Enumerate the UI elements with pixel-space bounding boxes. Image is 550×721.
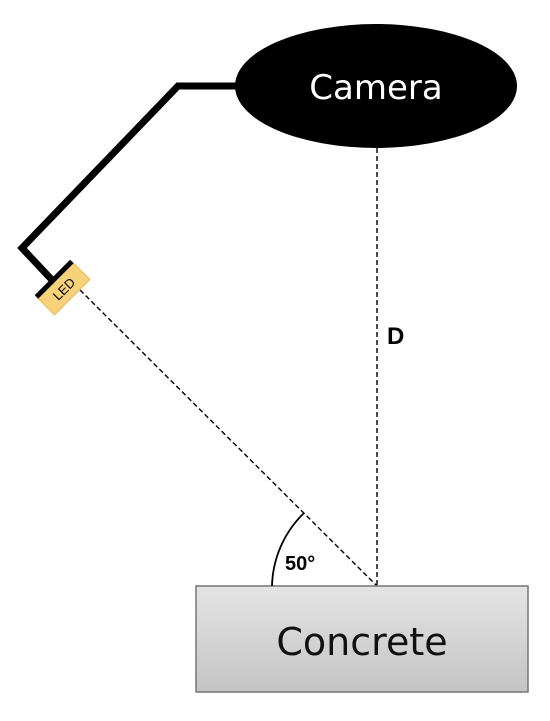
camera-body <box>235 24 517 148</box>
angle-label: 50° <box>285 553 315 575</box>
distance-label: D <box>387 323 404 350</box>
led-mount-bar <box>34 259 74 299</box>
mounting-arm <box>17 82 240 283</box>
concrete-block <box>195 585 529 693</box>
camera-label: Camera <box>309 68 442 108</box>
led-light-path <box>79 289 378 587</box>
angle-arc <box>271 512 305 587</box>
concrete-label: Concrete <box>276 620 447 664</box>
